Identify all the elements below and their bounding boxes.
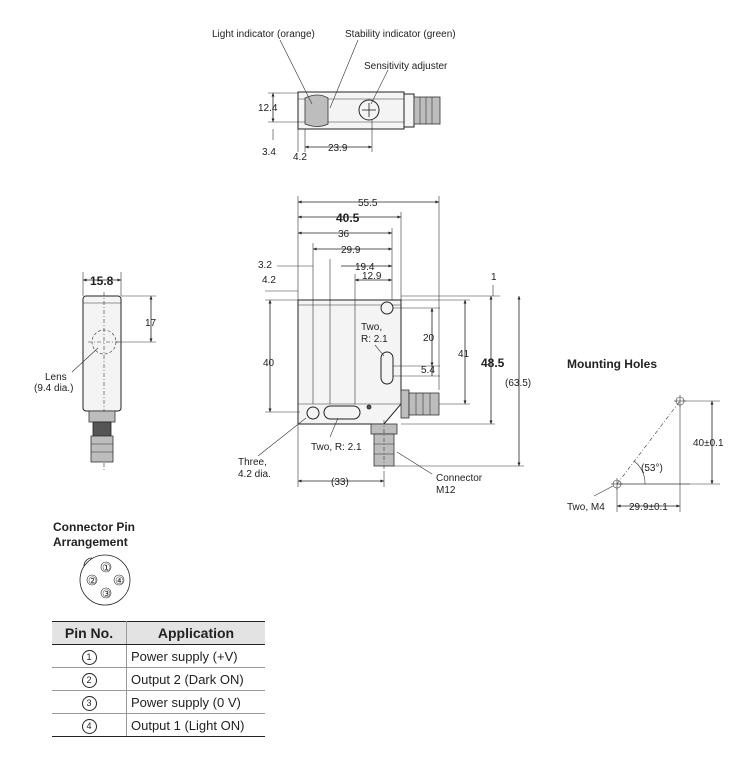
- two-r-lower-label: Two, R: 2.1: [311, 442, 362, 453]
- front-view-body: [297, 299, 402, 425]
- two-m4-label: Two, M4: [567, 502, 605, 513]
- top-view: Light indicator (orange) Stability indic…: [212, 29, 456, 163]
- connector-pin-title-line1: Connector Pin: [53, 520, 136, 534]
- header-pin-no: Pin No.: [52, 621, 127, 645]
- lens-label: Lens: [45, 372, 67, 383]
- three-dia-label: Three,: [238, 457, 267, 468]
- mount-hole-lower: [306, 406, 320, 420]
- pin-application: Output 1 (Light ON): [126, 713, 265, 737]
- dim-1: 1: [491, 272, 497, 283]
- light-indicator-window: [304, 94, 329, 127]
- stability-indicator-label: Stability indicator (green): [345, 29, 456, 40]
- three-dia-value: 4.2 dia.: [238, 469, 271, 480]
- dim-41: 41: [458, 349, 470, 360]
- dim-3-4: 3.4: [262, 147, 276, 158]
- side-connector: [90, 435, 114, 463]
- dim-15-8: 15.8: [90, 274, 114, 288]
- pin-table-header: Pin No. Application: [52, 621, 265, 645]
- pin-3: ③: [102, 589, 111, 600]
- dim-33: (33): [331, 477, 349, 488]
- dim-17: 17: [145, 318, 157, 329]
- lens-diameter-label: (9.4 dia.): [34, 383, 73, 394]
- dim-5-4: 5.4: [421, 365, 435, 376]
- connector-pin-title-line2: Arrangement: [53, 535, 128, 549]
- angle-53: (53°): [641, 463, 663, 474]
- dim-4-2-front: 4.2: [262, 275, 276, 286]
- pin-application: Power supply (0 V): [126, 690, 265, 714]
- dim-48-5: 48.5: [481, 356, 505, 370]
- pin-2: ②: [88, 576, 97, 587]
- pin-number: 4: [81, 718, 97, 734]
- dim-12-4: 12.4: [258, 103, 278, 114]
- two-r-upper-radius: R: 2.1: [361, 334, 388, 345]
- table-row: 4 Output 1 (Light ON): [52, 713, 265, 737]
- pin-number: 3: [81, 695, 97, 711]
- pin-number: 1: [81, 649, 97, 665]
- dim-23-9: 23.9: [328, 143, 348, 154]
- slot-upper: [380, 351, 394, 385]
- connector-label: Connector: [436, 473, 483, 484]
- front-connector-right: [408, 392, 440, 416]
- pin-1: ①: [102, 563, 111, 574]
- mounting-holes: Mounting Holes (53°) 40±0.1 29.9±0.1 Two…: [567, 357, 724, 513]
- pin-table: Pin No. Application 1 Power supply (+V) …: [52, 621, 265, 737]
- pin-number: 2: [81, 672, 97, 688]
- header-application: Application: [126, 621, 265, 645]
- dim-3-2: 3.2: [258, 260, 272, 271]
- pin-application: Power supply (+V): [126, 644, 265, 668]
- slot-lower: [323, 405, 361, 420]
- dim-4-2-top: 4.2: [293, 152, 307, 163]
- side-view-body: [82, 295, 122, 412]
- connector-face: [79, 554, 131, 606]
- light-indicator-label: Light indicator (orange): [212, 29, 315, 40]
- connector-size: M12: [436, 485, 456, 496]
- dim-55-5: 55.5: [358, 198, 378, 209]
- pin-4: ④: [115, 576, 124, 587]
- dim-20: 20: [423, 333, 435, 344]
- connector-pin-title: Connector Pin Arrangement: [53, 520, 135, 550]
- dim-12-9: 12.9: [362, 271, 382, 282]
- two-r-upper-label: Two,: [361, 322, 382, 333]
- front-view: 55.5 40.5 36 29.9 3.2 19.4 12.9 4.2 1 40…: [238, 196, 531, 496]
- dim-36: 36: [338, 229, 350, 240]
- dim-63-5: (63.5): [505, 378, 531, 389]
- table-row: 1 Power supply (+V): [52, 644, 265, 668]
- mount-hole-upper: [380, 301, 394, 315]
- dim-40-0-1: 40±0.1: [693, 438, 724, 449]
- table-row: 2 Output 2 (Dark ON): [52, 667, 265, 691]
- dim-19-4: 19.4: [355, 262, 375, 273]
- pin-application: Output 2 (Dark ON): [126, 667, 265, 691]
- side-view: 15.8 17 Lens (9.4 dia.): [34, 272, 157, 470]
- connector-pin-diagram: ① ② ③ ④: [79, 554, 131, 606]
- mounting-holes-title: Mounting Holes: [567, 357, 657, 371]
- sensitivity-adjuster-label: Sensitivity adjuster: [364, 61, 448, 72]
- dim-29-9-0-1: 29.9±0.1: [629, 502, 668, 513]
- table-row: 3 Power supply (0 V): [52, 690, 265, 714]
- top-connector: [413, 96, 441, 125]
- dim-40: 40: [263, 358, 275, 369]
- dim-40-5: 40.5: [336, 211, 360, 225]
- dim-29-9: 29.9: [341, 245, 361, 256]
